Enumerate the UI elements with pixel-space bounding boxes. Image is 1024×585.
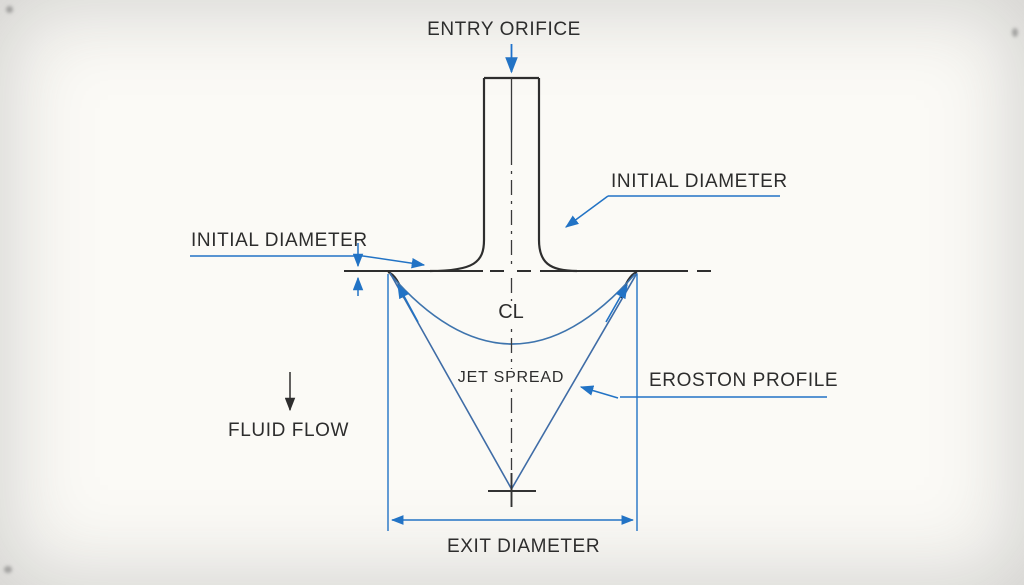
jet-spread-label: JET SPREAD (454, 369, 568, 387)
initial-diameter-right-label: INITIAL DIAMETER (611, 171, 788, 192)
jet-spread-arrows (397, 283, 628, 323)
jet-spread-arrow-left (397, 283, 419, 323)
nozzle-right-wall-fillet (537, 78, 578, 273)
exit-diameter-label: EXIT DIAMETER (447, 536, 601, 557)
initial-diameter-left-leader (190, 243, 426, 296)
centerline-label: CL (495, 301, 527, 323)
erosion-profile-leader (579, 385, 827, 399)
erosion-profile-arrow (579, 385, 619, 399)
entry-orifice-label: ENTRY ORIFICE (427, 19, 581, 40)
exit-diameter-dimension (387, 274, 638, 531)
scan-artifact (4, 566, 12, 573)
jet-spread-arrow-right (605, 283, 628, 323)
fluid-flow-label: FLUID FLOW (228, 420, 350, 441)
initial-diameter-right-arrow (565, 195, 609, 228)
jet-spread-line-right (510, 272, 638, 490)
erosion-profile-arc (389, 273, 636, 345)
initial-diameter-left-arrow (362, 255, 426, 269)
apex-cross (488, 473, 536, 507)
initial-diameter-left-label: INITIAL DIAMETER (191, 230, 368, 251)
erosion-profile-label: EROSTON PROFILE (649, 370, 839, 391)
pit-corner-curves (387, 270, 638, 299)
nozzle-left-wall-fillet (429, 78, 486, 273)
scan-artifact (6, 6, 13, 13)
initial-diameter-right-leader (565, 195, 780, 228)
nozzle-outline (429, 76, 578, 273)
scan-artifact (1012, 28, 1018, 37)
